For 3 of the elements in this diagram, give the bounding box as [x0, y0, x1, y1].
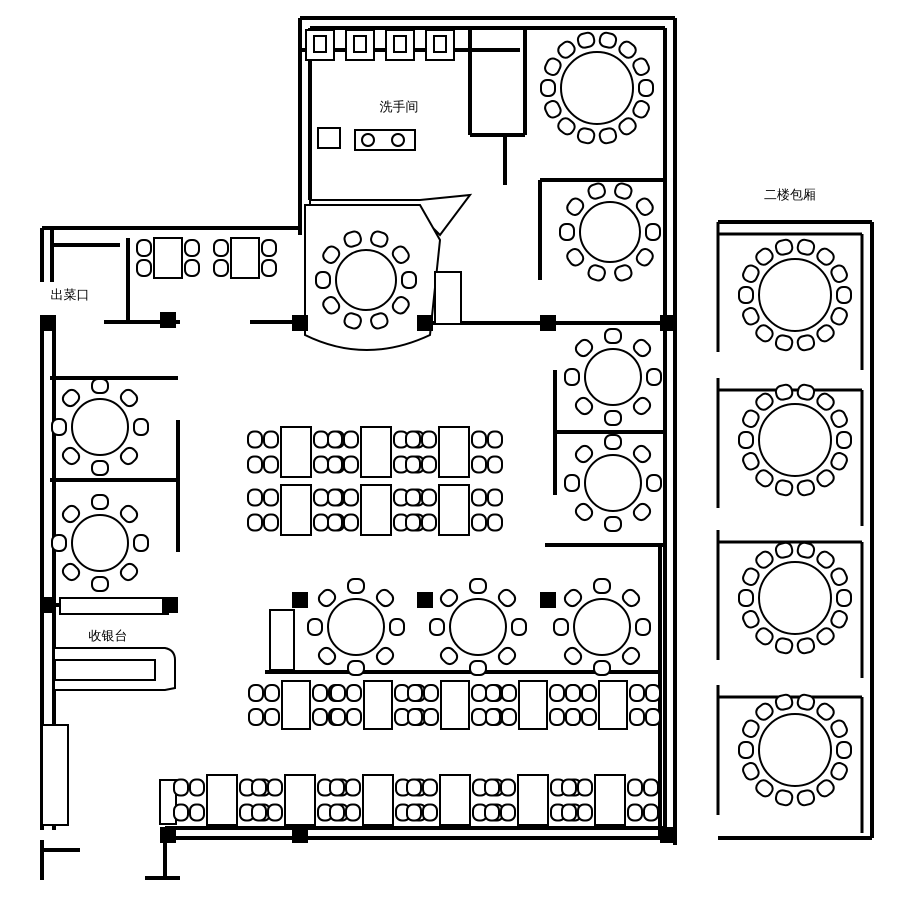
room-label: 二楼包厢 [762, 186, 818, 204]
room-label: 收银台 [86, 627, 130, 645]
room-label: 洗手间 [378, 98, 420, 116]
